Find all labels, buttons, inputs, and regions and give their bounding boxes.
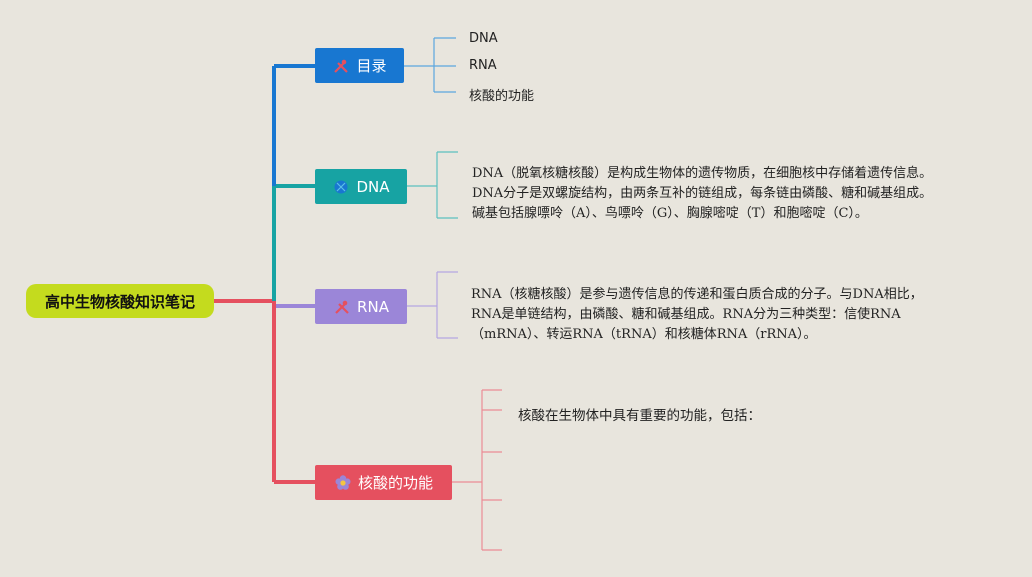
rna-description: RNA（核糖核酸）是参与遗传信息的传递和蛋白质合成的分子。与DNA相比， RNA… (471, 285, 923, 345)
branch-label-rna: RNA (357, 297, 389, 316)
dna-bracket (407, 151, 458, 219)
dna-line: DNA（脱氧核糖核酸）是构成生物体的遗传物质，在细胞核中存储着遗传信息。 (472, 166, 933, 181)
branch-label-function: 核酸的功能 (357, 474, 433, 492)
branch-node-toc[interactable]: 目录 (315, 48, 404, 83)
toc-item-function[interactable]: 核酸的功能 (469, 89, 535, 104)
rna-line: （mRNA）、转运RNA（tRNA）和核糖体RNA（rRNA）。 (471, 327, 817, 342)
rna-line: RNA（核糖核酸）是参与遗传信息的传递和蛋白质合成的分子。与DNA相比， (471, 287, 923, 302)
branch-node-dna[interactable]: DNA (315, 169, 407, 204)
tools-icon (334, 59, 349, 73)
branch-node-function[interactable]: 核酸的功能 (315, 465, 452, 500)
dna-line: 碱基包括腺嘌呤（A）、鸟嘌呤（G）、胸腺嘧啶（T）和胞嘧啶（C）。 (472, 206, 868, 221)
tools-icon (335, 300, 349, 314)
branch-label-dna: DNA (356, 177, 390, 196)
flower-icon (335, 474, 351, 490)
toc-item-dna[interactable]: DNA (469, 31, 498, 46)
function-intro[interactable]: 核酸在生物体中具有重要的功能，包括： (518, 408, 761, 424)
branch-label-toc: 目录 (356, 57, 387, 75)
toc-bracket (404, 37, 456, 93)
function-bracket (452, 389, 502, 551)
rna-bracket (407, 271, 458, 339)
dna-line: DNA分子是双螺旋结构，由两条互补的链组成，每条链由磷酸、糖和碱基组成。 (472, 186, 933, 201)
root-node[interactable]: 高中生物核酸知识笔记 (26, 284, 214, 318)
branch-node-rna[interactable]: RNA (315, 289, 407, 324)
root-label: 高中生物核酸知识笔记 (44, 292, 195, 311)
dna-icon (334, 180, 348, 193)
rna-line: RNA是单链结构，由磷酸、糖和碱基组成。RNA分为三种类型：信使RNA (471, 307, 901, 322)
toc-item-rna[interactable]: RNA (469, 58, 497, 73)
dna-description: DNA（脱氧核糖核酸）是构成生物体的遗传物质，在细胞核中存储着遗传信息。 DNA… (472, 164, 932, 224)
